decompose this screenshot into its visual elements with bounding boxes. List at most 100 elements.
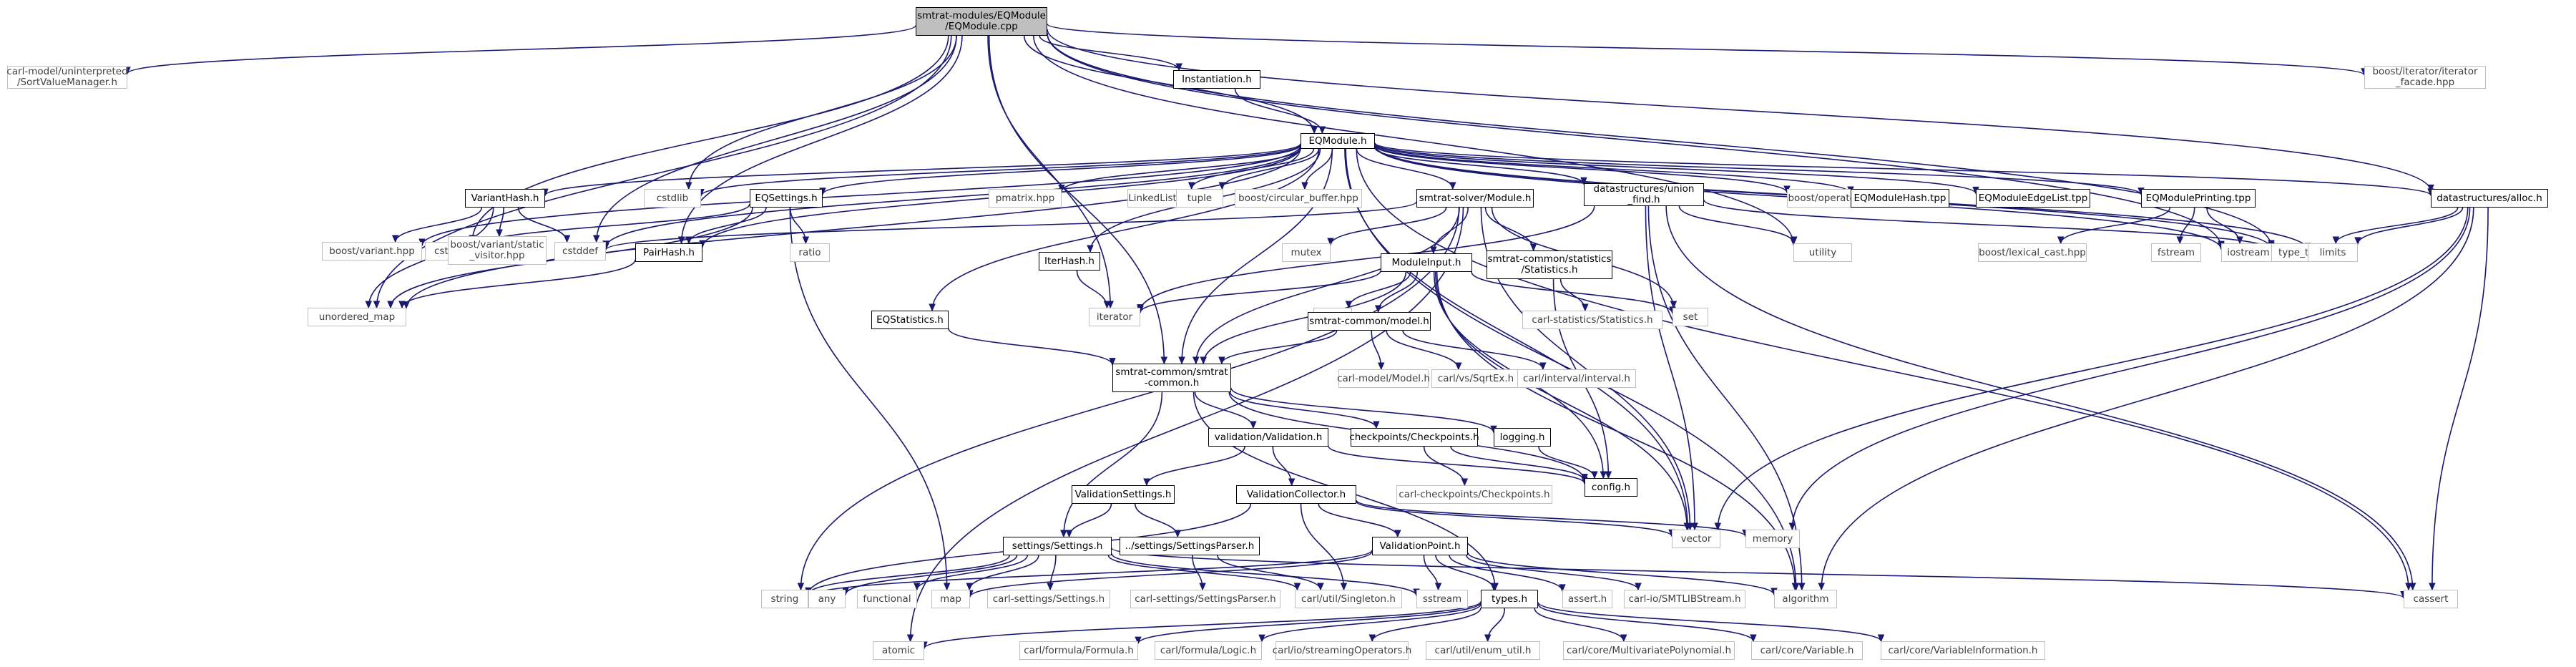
edge-smtcommon-to-validation: [1194, 391, 1254, 429]
edge-arrowhead: [563, 235, 571, 243]
graph-node-eqprint[interactable]: EQModulePrinting.tpp: [2141, 189, 2256, 208]
node-label-line: carl/util/Singleton.h: [1301, 593, 1396, 605]
graph-node-umap: unordered_map: [308, 308, 406, 326]
node-label-line: cstdlib: [656, 192, 689, 204]
graph-node-checkpoints[interactable]: checkpoints/Checkpoints.h: [1349, 428, 1479, 447]
graph-node-smtcommon[interactable]: smtrat-common/smtrat-common.h: [1112, 364, 1231, 392]
graph-node-eqstats[interactable]: EQStatistics.h: [871, 311, 949, 329]
node-label-line: carl-settings/SettingsParser.h: [1135, 593, 1276, 605]
graph-node-singleton: carl/util/Singleton.h: [1295, 590, 1402, 608]
edge-arrowhead: [906, 634, 914, 643]
edge-arrowhead: [2409, 583, 2416, 591]
node-label-line: sstream: [1422, 593, 1462, 605]
edge-arrowhead: [1060, 530, 1067, 538]
edge-arrowhead: [1200, 356, 1207, 365]
edge-arrowhead: [1605, 471, 1612, 479]
edge-modinput-to-set: [1471, 271, 1673, 314]
graph-node-inst[interactable]: Instantiation.h: [1173, 70, 1260, 89]
graph-node-alloc[interactable]: datastructures/alloc.h: [2431, 189, 2548, 208]
graph-node-bvariant: boost/variant.hpp: [322, 242, 422, 261]
graph-node-stats[interactable]: smtrat-common/statistics/Statistics.h: [1487, 250, 1612, 279]
edge-valpoint-to-map: [969, 551, 1373, 598]
graph-node-utility: utility: [1793, 243, 1852, 262]
edge-types-to-logic: [1261, 603, 1482, 642]
edge-arrowhead: [1877, 634, 1885, 643]
edge-arrowhead: [797, 583, 805, 591]
node-label-line: carl/core/Variable.h: [1760, 644, 1854, 656]
graph-node-solvermod[interactable]: smtrat-solver/Module.h: [1416, 189, 1534, 208]
edge-root-to-cstdint: [471, 35, 949, 243]
edge-arrowhead: [1368, 634, 1376, 643]
node-label-line: ModuleInput.h: [1391, 256, 1461, 268]
node-label-line: unordered_map: [318, 311, 396, 323]
edge-root-to-pairhash: [680, 35, 963, 244]
graph-node-unionfind[interactable]: datastructures/union_find.h: [1584, 183, 1704, 206]
graph-node-eqsettings[interactable]: EQSettings.h: [750, 189, 823, 208]
graph-node-valpoint[interactable]: ValidationPoint.h: [1372, 537, 1468, 555]
graph-node-validation[interactable]: validation/Validation.h: [1208, 428, 1328, 447]
edge-arrowhead: [1600, 471, 1607, 479]
graph-node-modinput[interactable]: ModuleInput.h: [1381, 253, 1472, 272]
node-label-line: carl-statistics/Statistics.h: [1532, 313, 1653, 326]
node-label-line: ValidationCollector.h: [1246, 488, 1346, 500]
edge-eqmod-to-varianthash: [544, 142, 1301, 196]
graph-node-iterhash[interactable]: IterHash.h: [1039, 252, 1100, 271]
graph-node-model[interactable]: smtrat-common/model.h: [1308, 312, 1431, 331]
edge-types-to-varinfo: [1537, 602, 1882, 642]
edge-arrowhead: [2236, 236, 2243, 245]
edge-modinput-to-iterator: [1140, 270, 1381, 313]
edge-smtcommon-to-checkpoints: [1229, 391, 1377, 429]
graph-node-eqmod[interactable]: EQModule.h: [1301, 133, 1375, 149]
edge-types-to-formula: [1137, 602, 1482, 644]
edge-arrowhead: [1635, 583, 1642, 591]
edge-arrowhead: [2176, 236, 2184, 245]
graph-node-types[interactable]: types.h: [1481, 590, 1538, 608]
edge-unionfind-to-cassert: [1665, 205, 2414, 590]
edge-alloc-to-algorithm: [1821, 207, 2474, 590]
graph-node-eqhash[interactable]: EQModuleHash.tpp: [1851, 189, 1949, 208]
graph-node-algorithm: algorithm: [1774, 590, 1837, 608]
graph-node-settingsparser[interactable]: ../settings/SettingsParser.h: [1120, 537, 1260, 555]
edge-arrowhead: [1455, 362, 1462, 371]
node-label-line: smtrat-common/statistics: [1487, 253, 1612, 265]
edge-valcollector-to-memory: [1356, 500, 1746, 537]
edge-alloc-to-memory: [1791, 207, 2471, 530]
node-label-line: EQModulePrinting.tpp: [2145, 192, 2251, 204]
graph-node-eqedge[interactable]: EQModuleEdgeList.tpp: [1976, 189, 2090, 208]
graph-node-varinfo: carl/core/VariableInformation.h: [1881, 641, 2045, 660]
graph-node-settings[interactable]: settings/Settings.h: [1003, 537, 1112, 555]
node-label-line: _find.h: [1627, 194, 1660, 205]
edge-settings-to-functional: [916, 555, 1028, 590]
graph-node-logging[interactable]: logging.h: [1494, 428, 1551, 447]
edge-arrowhead: [1791, 583, 1799, 591]
graph-node-string: string: [761, 590, 808, 608]
edge-arrowhead: [1311, 126, 1318, 135]
node-label-line: smtrat-common/model.h: [1309, 315, 1429, 327]
graph-node-vector: vector: [1672, 530, 1720, 548]
graph-node-valsettings[interactable]: ValidationSettings.h: [1072, 485, 1175, 504]
edge-arrowhead: [1591, 471, 1598, 479]
node-label-line: EQSettings.h: [755, 192, 818, 204]
edge-arrowhead: [1065, 530, 1073, 538]
edge-root-to-iostream: [1047, 33, 2222, 248]
edge-solvermod-to-atomic: [909, 207, 1464, 642]
node-label-line: carl-checkpoints/Checkpoints.h: [1399, 488, 1550, 500]
edge-arrowhead: [1218, 356, 1225, 365]
edge-arrowhead: [1301, 182, 1308, 190]
graph-node-varianthash[interactable]: VariantHash.h: [465, 189, 545, 208]
edge-arrowhead: [802, 236, 810, 245]
edge-arrowhead: [943, 583, 951, 591]
graph-node-valcollector[interactable]: ValidationCollector.h: [1236, 485, 1356, 504]
graph-node-root: smtrat-modules/EQModule/EQModule.cpp: [916, 7, 1047, 36]
edge-arrowhead: [929, 303, 936, 312]
graph-node-config[interactable]: config.h: [1585, 478, 1637, 497]
graph-node-pairhash[interactable]: PairHash.h: [635, 243, 702, 262]
graph-node-typetraits: type_traits: [2271, 243, 2337, 262]
graph-node-map: map: [931, 590, 970, 608]
edge-root-to-iterfac: [1047, 23, 2365, 76]
edge-unionfind-to-vector: [1645, 205, 1695, 530]
node-label-line: set: [1683, 311, 1698, 323]
edge-arrowhead: [398, 301, 406, 309]
edge-root-to-inst: [1039, 35, 1180, 71]
